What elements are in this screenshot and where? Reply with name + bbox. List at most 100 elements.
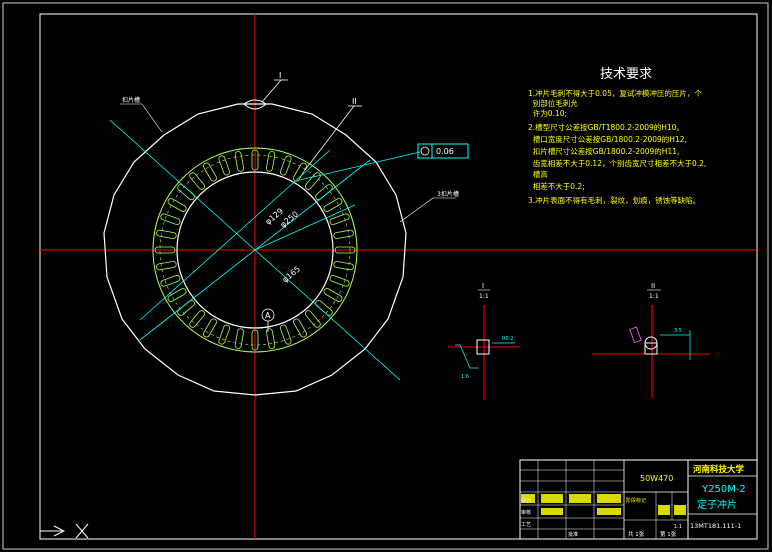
stator-slot: [315, 184, 333, 201]
slot-bottom-ring: [159, 154, 351, 346]
title-row-label: 审核: [521, 509, 531, 516]
stator-slot: [203, 162, 217, 182]
stator-slot: [266, 328, 276, 349]
requirement-line: 1.冲片毛刺不得大于0.05，复试冲模冲压的压片，个: [528, 88, 702, 98]
stator-outer-contour: [103, 103, 407, 396]
origin-marker: [40, 523, 89, 539]
title-stage-label: 阶段标记: [626, 497, 646, 504]
requirement-line: 2.槽型尺寸公差按GB/T1800.2-2009的H10。: [528, 122, 684, 132]
detail1-scale: 1:1: [479, 293, 489, 300]
title-block-bar: [658, 505, 670, 515]
detail1-label: I: [482, 282, 484, 290]
title-part-name: 定子冲片: [697, 498, 737, 511]
right-note: 3扣片槽: [437, 190, 459, 198]
stator-slot: [167, 288, 187, 302]
requirement-line: 3.冲片表面不得有毛刺，裂纹，划痕，锈蚀等缺陷。: [528, 195, 700, 205]
title-block-bar: [521, 494, 535, 503]
stator-slot: [251, 329, 259, 351]
stator-slot: [218, 324, 231, 345]
title-row-label: 工艺: [521, 522, 531, 528]
title-model: Y250M-2: [701, 484, 746, 495]
detail1-dim-a: R0.2: [502, 336, 513, 342]
stator-slot: [251, 149, 259, 171]
stator-slot: [329, 213, 350, 226]
stator-slot: [323, 288, 343, 302]
stator-slot: [167, 198, 187, 212]
requirements-list: 1.冲片毛刺不得大于0.05，复试冲模冲压的压片，个 别部位毛刺允 许为0.10…: [528, 88, 706, 205]
left-note-leader: [141, 103, 163, 133]
stator-slot: [266, 151, 276, 172]
bore-circle: [176, 171, 334, 329]
detail2-dim-c: 3.5: [674, 328, 682, 334]
requirement-line: 许为0.10;: [528, 108, 567, 118]
title-block-bar: [674, 505, 686, 515]
requirement-line: 别部位毛刺允: [528, 98, 578, 108]
concentricity-symbol: [420, 146, 430, 156]
key-notch: [243, 99, 267, 110]
detail2-label: II: [651, 282, 655, 290]
stator-slot: [304, 172, 321, 190]
stator-slot: [160, 213, 181, 226]
detail2-annotation-mark: [629, 326, 642, 344]
requirement-line: 槽口宽度尺寸公差按GB/1800.2-2009的H12,: [528, 134, 687, 144]
detail2-slot: [644, 342, 658, 355]
stator-slot: [293, 318, 307, 338]
section-marker-right-leader: [304, 105, 355, 171]
requirement-line: 相差不大于0.2;: [528, 181, 585, 191]
title-block: 50W470 河南科技大学 Y250M-2 定子冲片 13MT181.111-1…: [519, 459, 758, 540]
detail-view-2: II 1:1 3.5: [592, 282, 710, 398]
left-note: 扣片槽: [122, 96, 140, 104]
title-block-bar: [541, 494, 563, 503]
title-block-bar: [541, 508, 563, 515]
stator-slot: [154, 246, 176, 254]
stator-slot: [218, 155, 231, 176]
dim-line-d4: [254, 204, 356, 251]
detail-view-1: I 1:1 R0.2 1.6: [448, 282, 520, 400]
title-block-bar: [597, 508, 621, 515]
title-row-label: 设计: [521, 497, 531, 504]
tolerance-frame: [417, 143, 469, 159]
title-block-bar: [569, 494, 591, 503]
title-scale: 1:1: [674, 524, 682, 530]
origin-marker-arrow: [53, 525, 66, 537]
stator-slot: [234, 151, 244, 172]
stator-slot: [333, 229, 354, 239]
dim-d3: φ165: [281, 264, 303, 284]
stator-slot: [177, 184, 195, 201]
inner-frame: [39, 13, 758, 540]
stator-slot: [189, 310, 206, 328]
stator-slot: [156, 229, 177, 239]
stator-slot: [304, 310, 321, 328]
requirement-line: 槽高: [528, 169, 548, 179]
section-marker-right: II: [352, 97, 357, 106]
stator-slot: [279, 155, 292, 176]
title-drawing-no: 13MT181.111-1: [690, 522, 741, 530]
tolerance-value: 0.06: [436, 147, 454, 156]
stator-slot: [293, 162, 307, 182]
slot-outer-ring: [152, 147, 358, 353]
section-marker-top-leader: [261, 79, 282, 103]
stator-slot: [160, 274, 181, 287]
requirement-line: 扣片槽尺寸公差按GB/1800.2-2009的H11,: [528, 146, 679, 156]
stator-slot: [334, 246, 356, 254]
requirements-title: 技术要求: [600, 67, 652, 82]
stator-slot: [329, 274, 350, 287]
title-row-label: 批准: [568, 531, 578, 538]
title-material: 50W470: [640, 474, 673, 483]
right-note-leader: [399, 197, 434, 223]
stator-slot: [234, 328, 244, 349]
stator-slot: [203, 318, 217, 338]
stator-slot: [323, 198, 343, 212]
title-block-bar: [597, 494, 621, 503]
title-sheet-total: 共 1张: [628, 530, 645, 538]
detail1-slot: [476, 339, 490, 355]
dim-line-d1: [139, 149, 331, 321]
stator-slot: [279, 324, 292, 345]
requirement-line: 齿宽相差不大于0.12，个别齿宽尺寸相差不大于0.2,: [528, 158, 706, 168]
title-university: 河南科技大学: [693, 464, 745, 475]
section-marker-top: I: [279, 71, 281, 80]
stator-slot: [189, 172, 206, 190]
title-block-frame: [519, 459, 758, 540]
